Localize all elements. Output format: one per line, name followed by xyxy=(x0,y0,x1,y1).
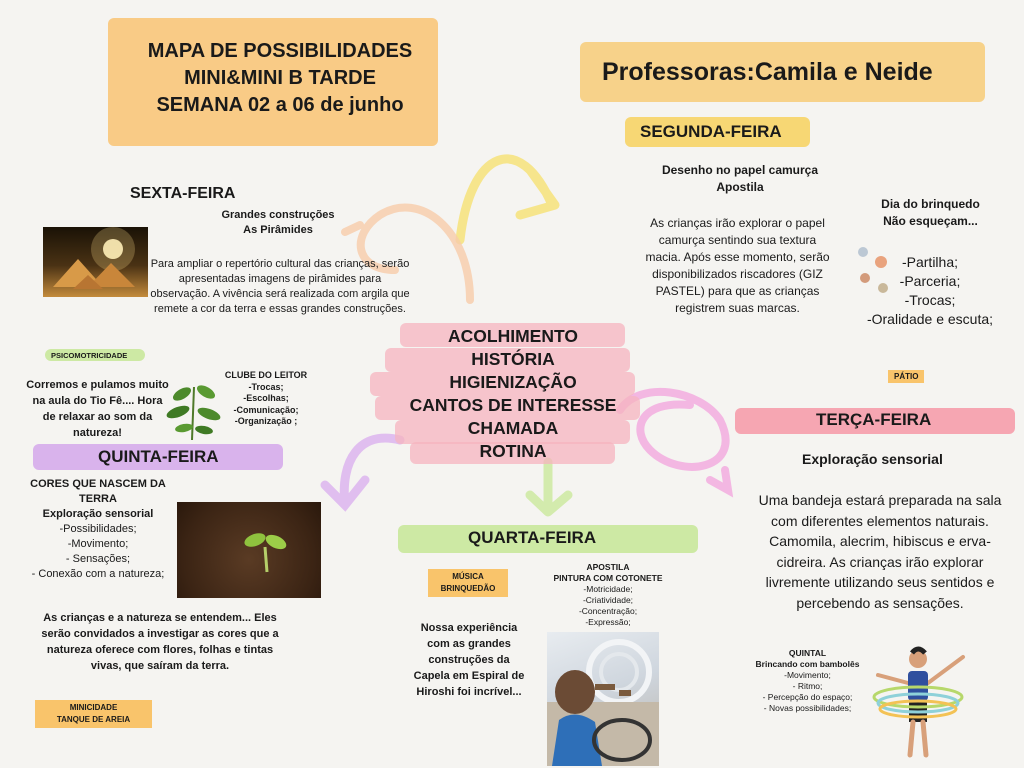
toys-icon xyxy=(853,240,898,300)
arrow-yellow xyxy=(455,154,560,245)
routine-item: HIGIENIZAÇÃO xyxy=(449,372,577,392)
quinta-item: -Possibilidades; xyxy=(59,523,137,535)
segunda-activity-subtitle: Apostila xyxy=(716,180,764,194)
segunda-heading: SEGUNDA-FEIRA xyxy=(640,122,782,141)
quinta-tag-line: MINICIDADE xyxy=(69,703,118,712)
quinta-brush xyxy=(33,444,283,470)
title-line: MINI&MINI B TARDE xyxy=(184,67,376,89)
quinta-item: - Sensações; xyxy=(65,553,131,565)
apostila-item: -Criatividade; xyxy=(582,595,634,605)
arrow-peach xyxy=(341,203,474,304)
segunda-brush xyxy=(625,117,810,147)
quarta-tag: MÚSICA BRINQUEDÃO xyxy=(428,569,508,597)
apostila-subtitle: PINTURA COM COTONETE xyxy=(553,573,663,583)
quintal-title: QUINTAL xyxy=(788,648,827,658)
title-line: SEMANA 02 a 06 de junho xyxy=(156,94,404,116)
quinta-title: CORES QUE NASCEM DA TERRA xyxy=(30,478,166,505)
toy-item: -Parceria; xyxy=(899,273,961,289)
quintal-item: - Ritmo; xyxy=(792,681,823,691)
apostila-item: -Motricidade; xyxy=(583,584,633,594)
quinta-subtitle: Exploração sensorial xyxy=(42,508,154,520)
quinta-tag-line: TANQUE DE AREIA xyxy=(56,715,131,724)
toy-day-line: Não esqueçam... xyxy=(883,214,978,228)
hula-hoop-figure xyxy=(868,645,968,760)
pyramids-photo xyxy=(43,227,148,297)
quinta-description: As crianças e a natureza se entendem... … xyxy=(41,612,279,672)
quarta-brush xyxy=(398,525,698,553)
patio-tag: PÁTIO xyxy=(888,370,925,383)
center-brush-6 xyxy=(410,442,615,464)
quinta-tag: MINICIDADE TANQUE DE AREIA xyxy=(35,700,152,728)
center-brush-4 xyxy=(375,396,640,420)
patio-tag-label: PÁTIO xyxy=(894,372,919,381)
clube-item: -Escolhas; xyxy=(243,393,289,403)
sexta-activity-title: Grandes construções xyxy=(221,209,335,221)
terca-heading: TERÇA-FEIRA xyxy=(816,410,932,429)
center-brush-2 xyxy=(385,348,630,372)
arrow-green xyxy=(525,457,573,517)
quintal-block: QUINTAL Brincando com bambolês -Moviment… xyxy=(745,648,870,714)
sexta-description: Para ampliar o repertório cultural das c… xyxy=(150,258,410,315)
quinta-item: -Movimento; xyxy=(67,538,129,550)
terca-description: Uma bandeja estará preparada na sala com… xyxy=(758,492,1002,611)
arrow-magenta xyxy=(616,387,734,498)
toy-day-title: Dia do brinquedo Não esqueçam... xyxy=(858,196,1003,230)
segunda-activity-title: Desenho no papel camurça xyxy=(661,163,819,177)
routine-item: ROTINA xyxy=(479,441,547,461)
psico-tag: PSICOMOTRICIDADE xyxy=(51,351,128,360)
psico-text: Corremos e pulamos muito na aula do Tio … xyxy=(26,379,169,439)
toy-item: -Oralidade e escuta; xyxy=(866,311,994,327)
sexta-activity-subtitle: As Pirâmides xyxy=(243,224,313,236)
title-line: MAPA DE POSSIBILIDADES xyxy=(147,40,413,62)
clube-item: -Comunicação; xyxy=(233,404,299,415)
quarta-experience: Nossa experiência com as grandes constru… xyxy=(413,622,525,698)
routine-item: CANTOS DE INTERESSE xyxy=(409,395,617,415)
segunda-activity: Desenho no papel camurça Apostila xyxy=(640,162,840,196)
child-photo xyxy=(547,632,659,766)
quintal-item: -Movimento; xyxy=(784,670,831,680)
toy-day-line: Dia do brinquedo xyxy=(881,197,980,211)
apostila-title: APOSTILA xyxy=(586,562,630,572)
quinta-block: CORES QUE NASCEM DA TERRA Exploração sen… xyxy=(28,477,168,582)
segunda-description: As crianças irão explorar o papel camurç… xyxy=(645,216,830,315)
sexta-activity: Grandes construções As Pirâmides xyxy=(203,208,353,238)
quinta-item: - Conexão com a natureza; xyxy=(31,568,165,580)
routine-item: ACOLHIMENTO xyxy=(448,326,578,346)
sexta-heading: SEXTA-FEIRA xyxy=(130,185,236,202)
apostila-block: APOSTILA PINTURA COM COTONETE -Motricida… xyxy=(548,562,668,628)
center-brush-3 xyxy=(370,372,635,396)
quintal-item: - Percepção do espaço; xyxy=(762,692,853,702)
title-brush xyxy=(108,18,438,146)
terca-activity-title: Exploração sensorial xyxy=(802,451,943,467)
teachers-label: Professoras:Camila e Neide xyxy=(602,58,933,86)
quintal-subtitle: Brincando com bambolês xyxy=(755,659,860,669)
quarta-tag-line: BRINQUEDÃO xyxy=(440,584,496,593)
arrow-violet xyxy=(320,433,405,512)
clube-block: CLUBE DO LEITOR -Trocas; -Escolhas; -Com… xyxy=(222,370,310,428)
routine-item: CHAMADA xyxy=(467,418,559,438)
clube-item: -Trocas; xyxy=(248,381,284,392)
routine-item: HISTÓRIA xyxy=(471,349,555,369)
leaves-icon xyxy=(162,372,224,442)
quarta-heading: QUARTA-FEIRA xyxy=(468,528,597,547)
clube-title: CLUBE DO LEITOR xyxy=(224,370,308,380)
toy-item: -Trocas; xyxy=(904,292,956,308)
page-title: MAPA DE POSSIBILIDADES MINI&MINI B TARDE… xyxy=(110,38,450,119)
quarta-tag-line: MÚSICA xyxy=(452,572,484,581)
toy-item: -Partilha; xyxy=(901,254,959,270)
quintal-item: - Novas possibilidades; xyxy=(763,703,852,713)
sprout-photo xyxy=(177,502,321,598)
toy-items: -Partilha; -Parceria; -Trocas; -Oralidad… xyxy=(860,253,1000,329)
apostila-item: -Concentração; xyxy=(578,606,638,616)
terca-brush xyxy=(735,408,1015,434)
clube-item: -Organização ; xyxy=(234,416,298,426)
teachers-brush xyxy=(580,42,985,102)
center-routine: ACOLHIMENTO HISTÓRIA HIGIENIZAÇÃO CANTOS… xyxy=(408,325,618,463)
psico-brush xyxy=(45,349,145,361)
quinta-heading: QUINTA-FEIRA xyxy=(98,447,219,466)
apostila-item: -Expressão; xyxy=(585,617,631,627)
center-brush-5 xyxy=(395,420,630,444)
center-brush-1 xyxy=(400,323,625,347)
